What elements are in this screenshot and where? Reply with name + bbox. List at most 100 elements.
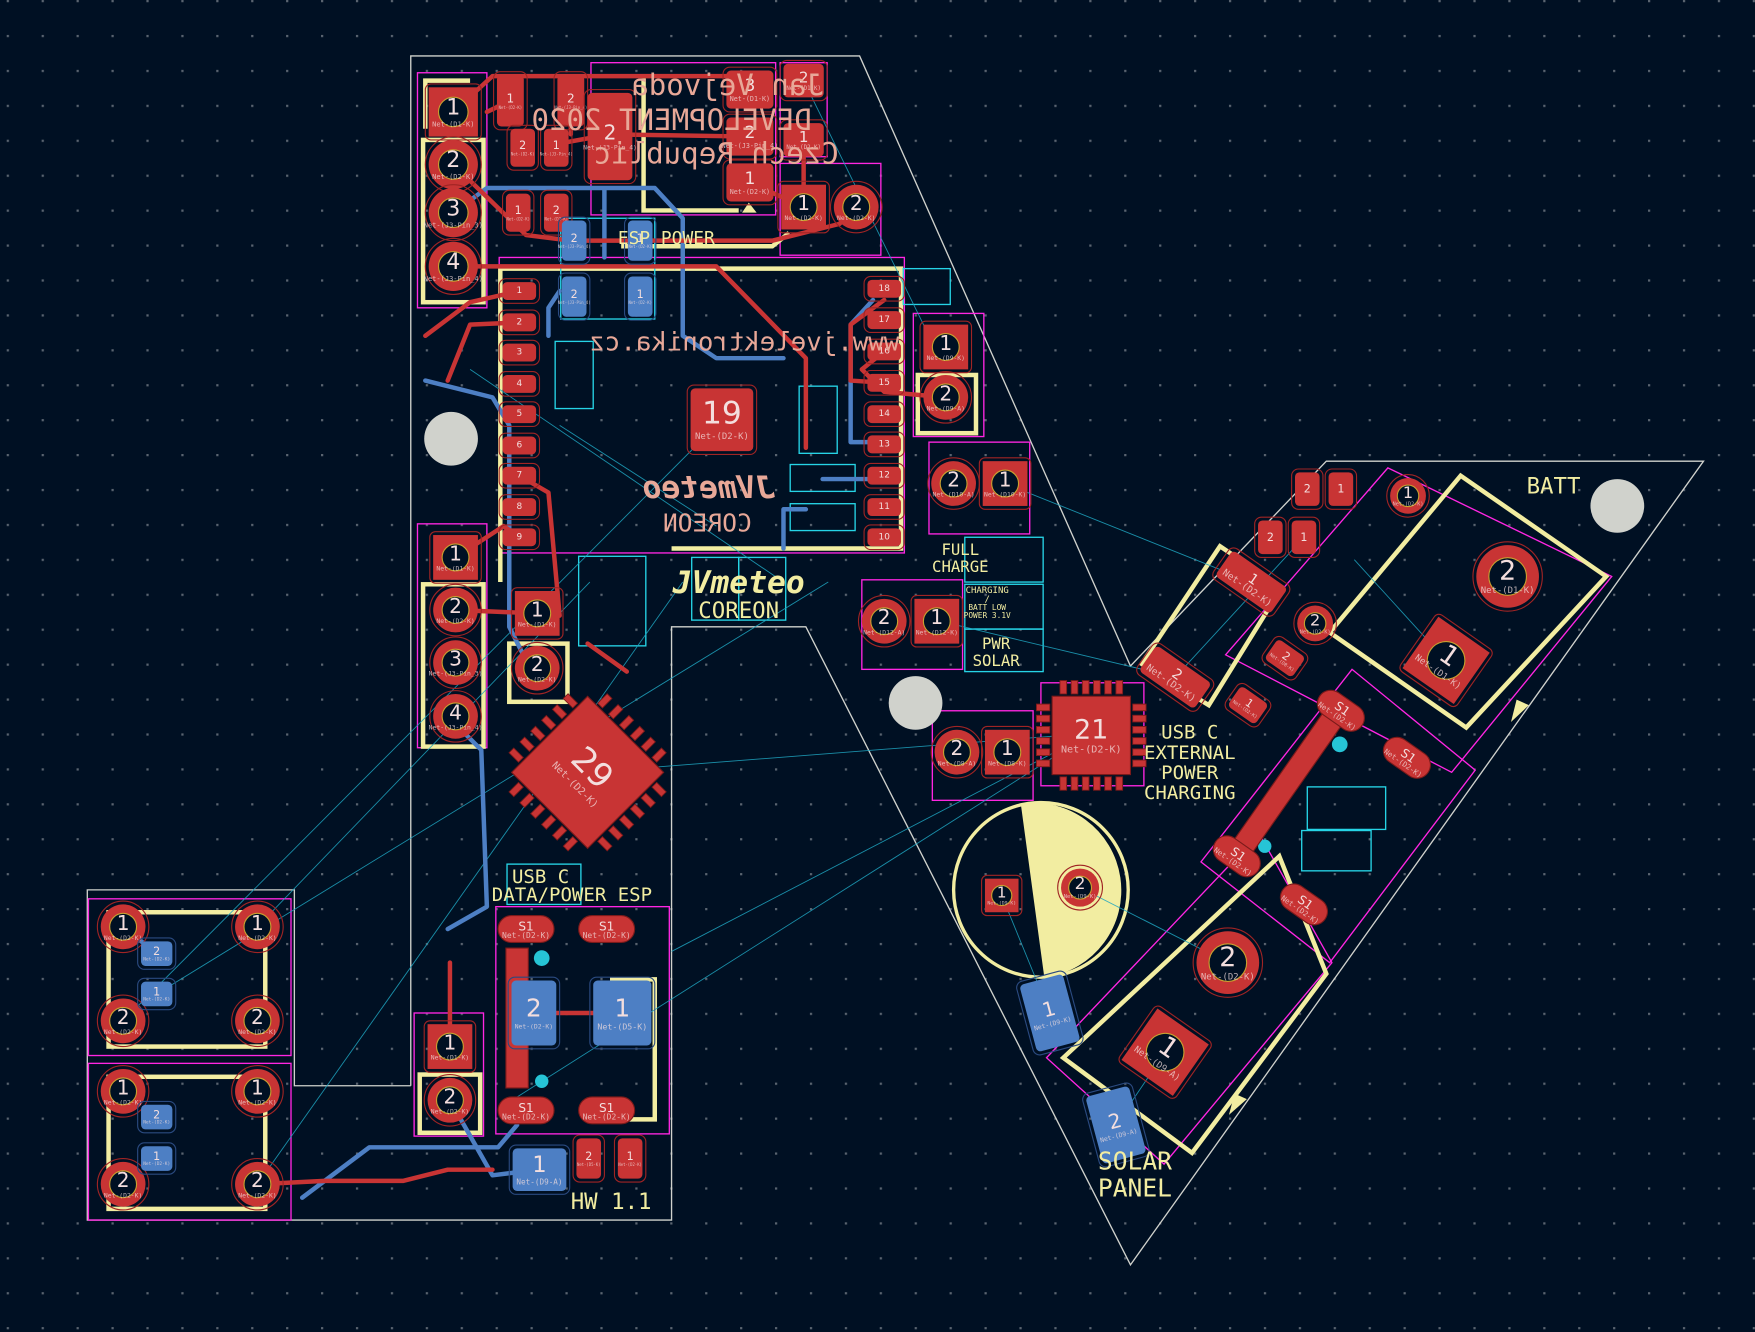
pad-2[interactable]: 2	[1291, 468, 1324, 510]
pad-net-name: Net-(J3-Pin_3)	[424, 220, 483, 229]
drill-hole	[931, 383, 960, 412]
pad-13[interactable]: 13	[863, 431, 905, 458]
pad-12[interactable]: 12	[863, 462, 905, 489]
pad-1[interactable]: 1	[1324, 468, 1358, 510]
pad-5[interactable]: 5	[498, 401, 541, 428]
pad-11[interactable]: 11	[863, 494, 905, 520]
pad-2[interactable]: 2	[498, 309, 541, 336]
pad-8[interactable]: 8	[498, 494, 541, 520]
pad-17[interactable]: 17	[863, 307, 905, 333]
pad-16[interactable]: 16	[863, 338, 905, 365]
pad-14[interactable]: 14	[863, 401, 905, 428]
pad-15[interactable]: 15	[863, 369, 905, 396]
pad-number: 1	[251, 1075, 264, 1099]
pad-number: 1	[153, 985, 160, 998]
pad-7[interactable]: 7	[498, 462, 541, 489]
charging-label: /	[984, 595, 989, 605]
pad-1[interactable]: 1	[1287, 516, 1321, 558]
pad-6[interactable]: 6	[498, 432, 541, 459]
pad-1[interactable]: 1	[498, 278, 541, 304]
pad-3[interactable]: 3	[498, 339, 541, 366]
pad-9[interactable]: 9	[498, 524, 541, 551]
pad-10[interactable]: 10	[863, 524, 905, 551]
pad-4[interactable]: 4	[498, 371, 541, 397]
pad-18[interactable]: 18	[863, 275, 905, 302]
pad-number: 15	[879, 378, 890, 388]
pad-2[interactable]: 2	[1254, 516, 1287, 558]
